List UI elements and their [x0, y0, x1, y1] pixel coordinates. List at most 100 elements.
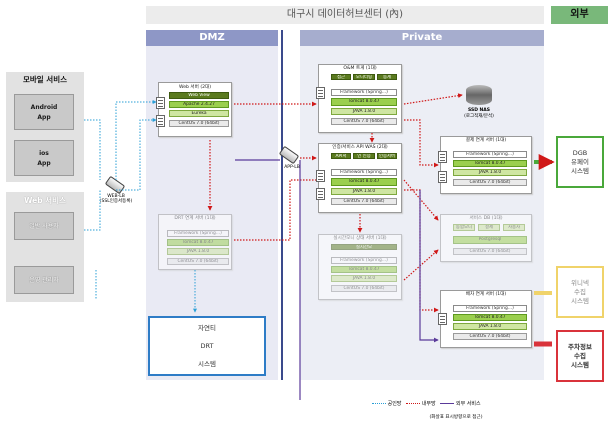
winnex-line3: 시스템 [571, 296, 589, 305]
db-postgres-row: Postgresql [453, 236, 527, 244]
ios-app-box: ios App [14, 140, 74, 176]
realtime-os-row: CentOS 7.0 (64bit) [331, 285, 397, 292]
auth-rack-icon [316, 170, 325, 182]
realtime-tomcat-row: Tomcat 8.0.47 [331, 266, 397, 273]
om-server: O&M 트게 (1대) 접근 모니터링 통계 Framework (Spring… [316, 64, 402, 133]
direction-note: (화살표 표시방향으로 접근) [429, 415, 483, 420]
om-os-row: CentOS 7.0 (64bit) [331, 118, 397, 125]
om-server-title: O&M 트게 (1대) [343, 66, 377, 71]
jayeonti-line2: DRT [200, 341, 214, 350]
auth-server-title: 인증/서비스 API WAS (2대) [332, 145, 388, 150]
firewall-line [281, 30, 283, 380]
service-db-server: 서비스 DB (1대) 통합모니 결제 사용자 Postgresql CentO… [440, 214, 532, 262]
legend-external-swatch [440, 403, 455, 404]
drt-tomcat-row: Tomcat 8.0.47 [167, 239, 229, 246]
payment-rack-icon [438, 151, 447, 163]
auth-framework-row: Framework (Spring…) [331, 169, 397, 176]
realtime-framework-row: Framework (Spring…) [331, 257, 397, 264]
dmz-header: DMZ [146, 30, 278, 46]
auth-tab-auth: 인 인증 [353, 153, 375, 159]
android-label: Android [30, 104, 58, 111]
realtime-server: 실시간모니 상태 서버 (1대) 실시간모 Framework (Spring…… [318, 234, 402, 300]
dispatch-os-row: CentOS 7.0 (64bit) [453, 333, 527, 340]
android-app-box: Android App [14, 94, 74, 130]
om-rack-icon [316, 87, 325, 99]
auth-rack-icon-2 [316, 188, 325, 200]
jayeonti-line3: 시스템 [198, 359, 216, 368]
dgb-line3: 시스템 [571, 166, 589, 175]
general-user-box: 일반 사용자 [14, 212, 74, 240]
realtime-bar-row: 실시간모 [331, 244, 397, 250]
db-tab-user: 사용자 [503, 224, 525, 231]
web-lb-title: WEB-LB [107, 194, 125, 199]
ssd-nas-title: SSD NAS [467, 108, 491, 113]
external-service-links [235, 159, 439, 400]
drt-framework-row: Framework (Spring…) [167, 230, 229, 237]
om-framework-row: Framework (Spring…) [331, 89, 397, 96]
external-zone-header: 외부 [551, 6, 608, 24]
mobile-service-title: 모바일 서비스 [22, 75, 67, 84]
parking-line3: 시스템 [571, 360, 589, 369]
om-tab-stats: 통계 [377, 74, 397, 80]
legend: 공인망 내부망 외부 서비스 [372, 399, 552, 409]
web-service-title: Web 서비스 [24, 196, 66, 205]
app-lb-label: APP-LB [284, 165, 300, 170]
web-service-group: Web 서비스 일반 사용자 운영 관리자 [6, 192, 84, 302]
dispatch-rack-icon [438, 313, 447, 325]
web-lb-sub: (SSL인증서등록) [99, 199, 133, 204]
payment-java-row: JAVA 1.8.0 [453, 169, 527, 176]
ssd-nas-sub: (로그적재/분석) [464, 114, 494, 119]
dispatch-java-row: JAVA 1.8.0 [453, 323, 527, 330]
dgb-line2: 유페이 [571, 157, 589, 166]
web-server: Web 서버 (2대) Web View Apache 2.4.27 Eurek… [156, 82, 232, 137]
private-header: Private [300, 30, 544, 46]
drt-java-row: JAVA 1.8.0 [167, 248, 229, 255]
winnex-line2: 수집 [574, 287, 586, 296]
jayeonti-line1: 자연티 [198, 323, 216, 332]
parking-line1: 주차정보 [568, 342, 592, 351]
parking-line2: 수집 [574, 351, 586, 360]
om-tab-monitoring: 모니터링 [353, 74, 375, 80]
auth-os-row: CentOS 7.0 (64bit) [331, 198, 397, 205]
web-lb-label: WEB-LB (SSL인증서등록) [90, 194, 142, 204]
dispatch-tomcat-row: Tomcat 8.0.47 [453, 314, 527, 321]
web-view-row: Web View [169, 92, 229, 99]
drt-server: DRT 연계 서버 (1대) Framework (Spring…) Tomca… [158, 214, 232, 270]
apache-row: Apache 2.4.27 [169, 101, 229, 108]
payment-server-title: 결제 연계 서버 (1대) [465, 138, 507, 143]
dgb-line1: DGB [572, 148, 588, 157]
auth-tomcat-row: Tomcat 8.0.47 [331, 178, 397, 186]
legend-public-swatch [372, 403, 386, 404]
ssd-nas-label: SSD NAS (로그적재/분석) [450, 108, 508, 120]
operator-box: 운영 관리자 [14, 266, 74, 294]
db-os-row: CentOS 7.0 (64bit) [453, 248, 527, 255]
dispatch-server-title: 배차 연계 서버 (1대) [465, 292, 507, 297]
jayeonti-drt-system: 자연티 DRT 시스템 [148, 316, 266, 376]
drt-os-row: CentOS 7.0 (64bit) [167, 258, 229, 265]
drt-server-title: DRT 연계 서버 (1대) [174, 216, 216, 221]
auth-api-server: 인증/서비스 API WAS (2대) API서 인 인증 인증서버 Frame… [316, 143, 402, 213]
legend-public-label: 공인망 [387, 401, 402, 407]
eureka-row: Eureka [169, 110, 229, 117]
legend-internal-swatch [406, 403, 421, 404]
db-server-title: 서비스 DB (1대) [469, 216, 503, 221]
payment-os-row: CentOS 7.0 (64bit) [453, 179, 527, 186]
ios-app-label: App [37, 160, 51, 167]
payment-framework-row: Framework (Spring…) [453, 151, 527, 158]
ios-label: ios [39, 150, 49, 157]
realtime-server-title: 실시간모니 상태 서버 (1대) [333, 236, 387, 241]
winnex-line1: 위니넥 [571, 278, 589, 287]
internal-network-links [207, 93, 463, 313]
om-java-row: JAVA 1.8.0 [331, 108, 397, 115]
legend-external-label: 외부 서비스 [455, 401, 481, 407]
datahub-center-header: 대구시 데이터허브센터 (內) [146, 6, 544, 24]
payment-tomcat-row: Tomcat 8.0.47 [453, 160, 527, 167]
android-app-label: App [37, 114, 51, 121]
dispatch-server: 배차 연계 서버 (1대) Framework (Spring…) Tomcat… [438, 290, 532, 348]
om-tomcat-row: Tomcat 8.0.47 [331, 98, 397, 106]
legend-internal-label: 내부망 [421, 401, 436, 407]
realtime-java-row: JAVA 1.8.0 [331, 275, 397, 282]
db-tab-payment: 결제 [478, 224, 500, 231]
